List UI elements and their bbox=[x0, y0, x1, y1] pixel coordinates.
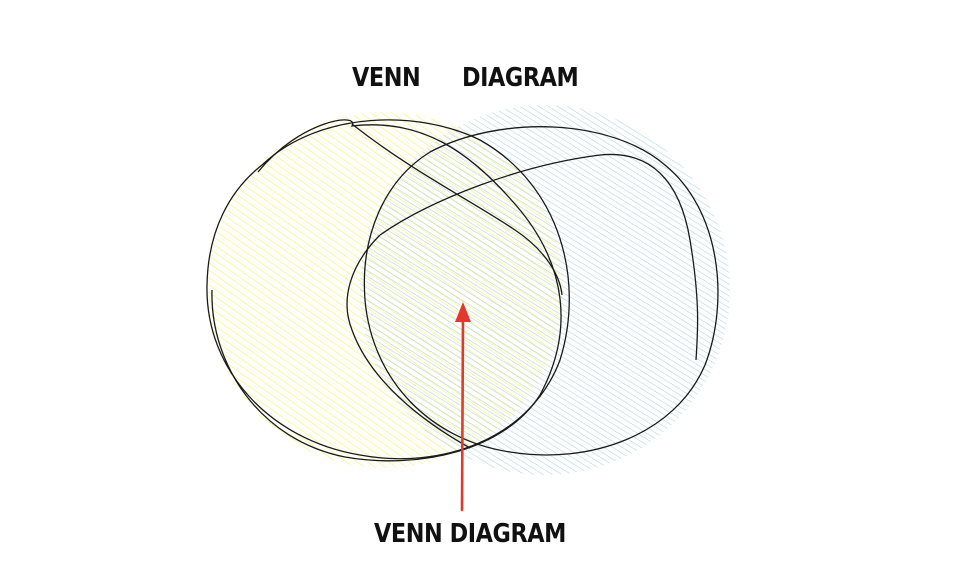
left-circle-label: VENN bbox=[352, 63, 421, 93]
right-circle-label: DIAGRAM bbox=[462, 63, 579, 93]
left-circle-outline bbox=[206, 119, 570, 462]
right-circle-fill bbox=[360, 105, 730, 475]
intersection-arrow bbox=[455, 302, 471, 512]
right-circle-outline bbox=[346, 126, 719, 456]
intersection-label: VENN DIAGRAM bbox=[374, 519, 566, 549]
